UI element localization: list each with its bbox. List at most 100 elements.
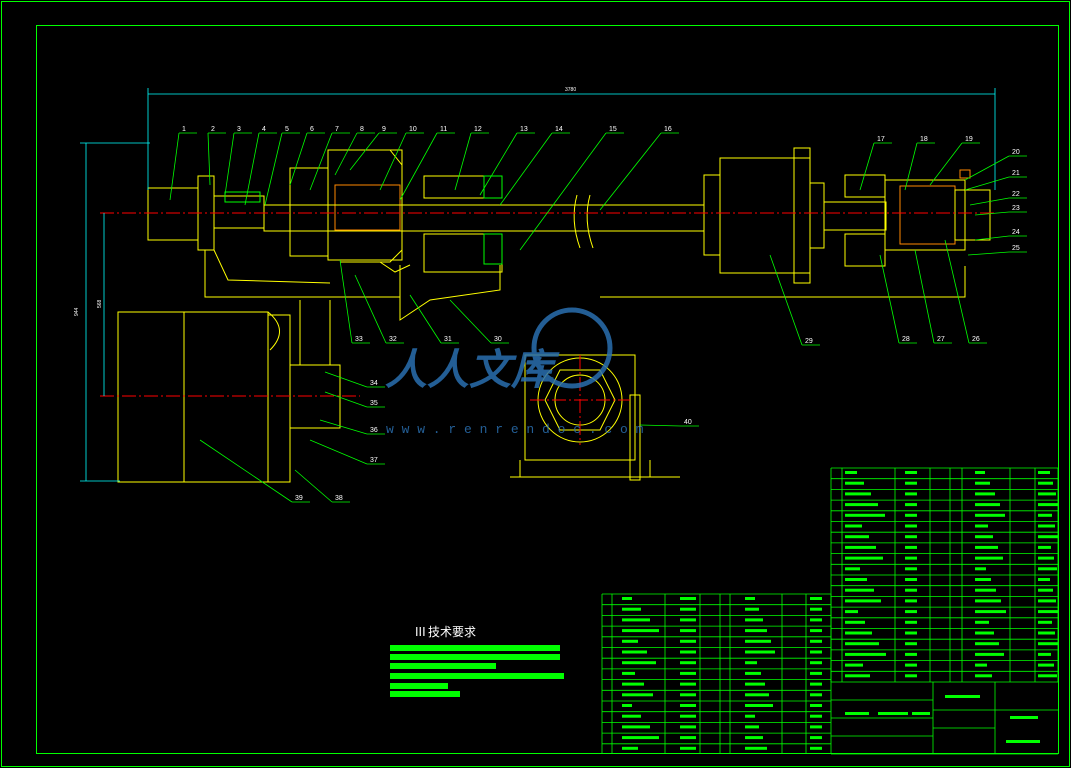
end-cap <box>954 189 991 241</box>
table-cell-text <box>810 618 822 622</box>
table-cell-text <box>975 620 989 624</box>
part-number-label: 36 <box>370 427 378 434</box>
leader-line <box>639 424 682 427</box>
part-number-label: 16 <box>664 126 672 133</box>
table-cell-text <box>680 650 696 654</box>
table-cell-text <box>745 639 771 643</box>
table-cell-text <box>680 671 696 675</box>
table-cell-text <box>845 567 860 571</box>
part-number-label: 35 <box>370 400 378 407</box>
leader-line <box>224 132 235 196</box>
table-cell-text <box>745 661 757 665</box>
table-cell-text <box>745 704 773 707</box>
table-cell-text <box>622 671 635 675</box>
table-cell-text <box>905 513 917 517</box>
table-cell-text <box>1038 674 1057 678</box>
table-cell-text <box>975 610 1006 614</box>
table-cell-text <box>845 578 867 581</box>
table-cell-text <box>1038 556 1054 560</box>
part-number-label: 6 <box>310 126 314 133</box>
part-number-label: 37 <box>370 457 378 464</box>
height-dim-inner: 568 <box>97 299 103 308</box>
table-cell-text <box>1038 513 1052 517</box>
watermark-brand: 人人文库 <box>385 347 560 394</box>
centerlines <box>100 212 995 445</box>
table-cell-text <box>680 704 696 707</box>
table-cell-text <box>975 567 986 571</box>
table-cell-text <box>810 650 822 654</box>
leader-line <box>324 371 368 388</box>
table-cell-text <box>745 618 763 622</box>
table-cell-text <box>905 535 917 539</box>
base-frame-mid <box>399 265 501 321</box>
leader-line <box>969 197 1010 206</box>
overall-length-dim: 3780 <box>565 87 576 93</box>
table-cell-text <box>845 545 876 549</box>
part-number-label: 8 <box>360 126 364 133</box>
table-cell-text <box>845 663 863 667</box>
leader-line <box>974 235 1010 241</box>
table-cell-text <box>745 725 759 729</box>
table-cell-text <box>810 704 822 707</box>
part-number-label: 4 <box>262 126 266 133</box>
part-number-label: 10 <box>409 126 417 133</box>
table-cell-text <box>845 642 879 646</box>
table-cell-text <box>1038 535 1058 539</box>
table-cell-text <box>622 597 632 600</box>
part-number-label: 24 <box>1012 229 1020 236</box>
leader-line <box>324 391 368 408</box>
part-number-label: 11 <box>440 126 447 133</box>
part-number-label: 31 <box>444 336 452 343</box>
motor-block <box>147 187 199 241</box>
leader-line <box>499 132 553 206</box>
table-cell-text <box>680 736 696 740</box>
leader-line <box>449 299 492 344</box>
part-number-label: 13 <box>520 126 528 133</box>
table-cell-text <box>975 545 998 549</box>
table-cell-text <box>622 736 659 740</box>
table-cell-text <box>905 471 917 474</box>
table-cell-text <box>680 618 696 622</box>
leader-line <box>904 142 918 191</box>
table-cell-text <box>1010 716 1038 719</box>
leader-lines <box>169 132 1027 503</box>
part-number-label: 5 <box>285 126 289 133</box>
table-cell-text <box>1038 588 1053 592</box>
table-cell-text <box>1038 631 1055 635</box>
leader-line <box>967 251 1010 256</box>
table-cell-text <box>975 503 1000 507</box>
table-cell-text <box>745 736 763 740</box>
part-number-label: 39 <box>295 495 303 502</box>
gear-motor <box>117 311 269 483</box>
table-cell-text <box>622 682 644 686</box>
part-number-label: 25 <box>1012 245 1020 252</box>
lower-sleeve <box>423 233 503 273</box>
table-cell-text <box>622 746 638 750</box>
main-shaft <box>263 204 705 232</box>
table-cell-text <box>912 712 930 715</box>
part-number-label: 20 <box>1012 149 1020 156</box>
table-cell-text <box>745 629 767 633</box>
table-cell-text <box>810 736 822 740</box>
leader-line <box>964 155 1010 181</box>
table-cell-text <box>905 674 917 678</box>
part-number-label: 33 <box>355 336 363 343</box>
table-cell-text <box>622 650 647 654</box>
bearing-set <box>334 184 401 231</box>
coupling <box>213 195 265 229</box>
leader-line <box>289 132 308 186</box>
table-cell-text <box>680 725 696 729</box>
leader-line <box>309 132 333 191</box>
leader-line <box>879 254 900 344</box>
leader-line <box>859 142 875 191</box>
table-cell-text <box>810 629 822 633</box>
table-cell-text <box>810 746 822 750</box>
part-number-label: 26 <box>972 336 980 343</box>
part-number-label: 23 <box>1012 205 1020 212</box>
table-cell-text <box>905 588 917 592</box>
base-frame-right <box>600 266 966 298</box>
table-cell-text <box>878 712 908 715</box>
table-cell-text <box>905 610 917 614</box>
table-cell-text <box>845 620 865 624</box>
leader-line <box>319 419 368 435</box>
